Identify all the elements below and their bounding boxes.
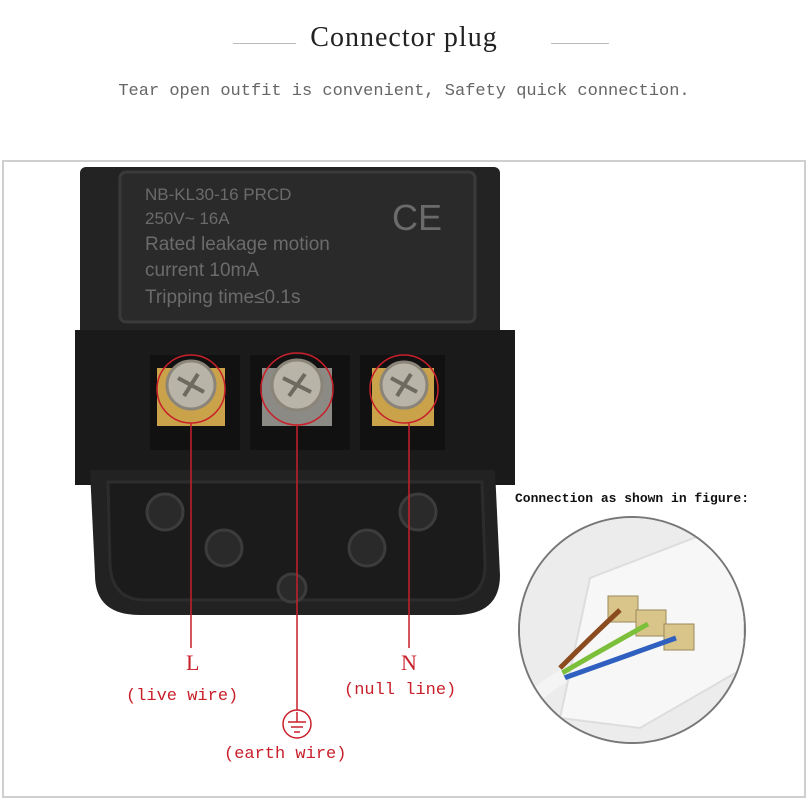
- mount-hole: [276, 572, 308, 604]
- label-line-4: current 10mA: [145, 260, 259, 281]
- title-rule-right: [551, 43, 609, 44]
- screw-slot: [390, 372, 418, 398]
- header: Connector plug Tear open outfit is conve…: [0, 0, 808, 160]
- inset-terminal: [663, 623, 695, 651]
- wiring-inset-photo: [518, 516, 746, 744]
- inset-terminal: [635, 609, 667, 637]
- inset-wire-brown: [558, 608, 622, 670]
- terminal-letter-live: L: [186, 650, 200, 675]
- inset-caption: Connection as shown in figure:: [515, 491, 750, 506]
- highlight-circle-neutral: [369, 354, 439, 424]
- label-line-1: NB-KL30-16 PRCD: [145, 185, 291, 204]
- screw-slot: [282, 372, 312, 398]
- label-plate: [118, 170, 477, 324]
- title-wrap: Connector plug: [0, 22, 808, 54]
- screw-slot: [177, 372, 205, 398]
- earth-ground-icon: [282, 709, 312, 739]
- mount-hole: [347, 528, 387, 568]
- label-line-5: Tripping time≤0.1s: [145, 287, 300, 308]
- page-title: Connector plug: [310, 22, 498, 53]
- terminal-desc-neutral: (null line): [344, 681, 457, 700]
- terminal-desc-live: (live wire): [126, 687, 239, 706]
- mount-hole: [204, 528, 244, 568]
- inset-wire-green-yellow: [560, 621, 650, 676]
- terminal-desc-earth: (earth wire): [224, 745, 347, 764]
- terminal-letter-neutral: N: [401, 650, 417, 675]
- label-line-2: 250V~ 16A: [145, 209, 230, 228]
- mount-hole: [398, 492, 438, 532]
- page-subtitle: Tear open outfit is convenient, Safety q…: [118, 82, 690, 101]
- inset-wire-blue: [563, 635, 677, 681]
- wiring-inset-drawing: [520, 518, 744, 742]
- mount-hole: [145, 492, 185, 532]
- title-rule-left: [233, 43, 296, 44]
- label-line-3: Rated leakage motion: [145, 234, 330, 255]
- ce-mark: CE: [392, 197, 442, 238]
